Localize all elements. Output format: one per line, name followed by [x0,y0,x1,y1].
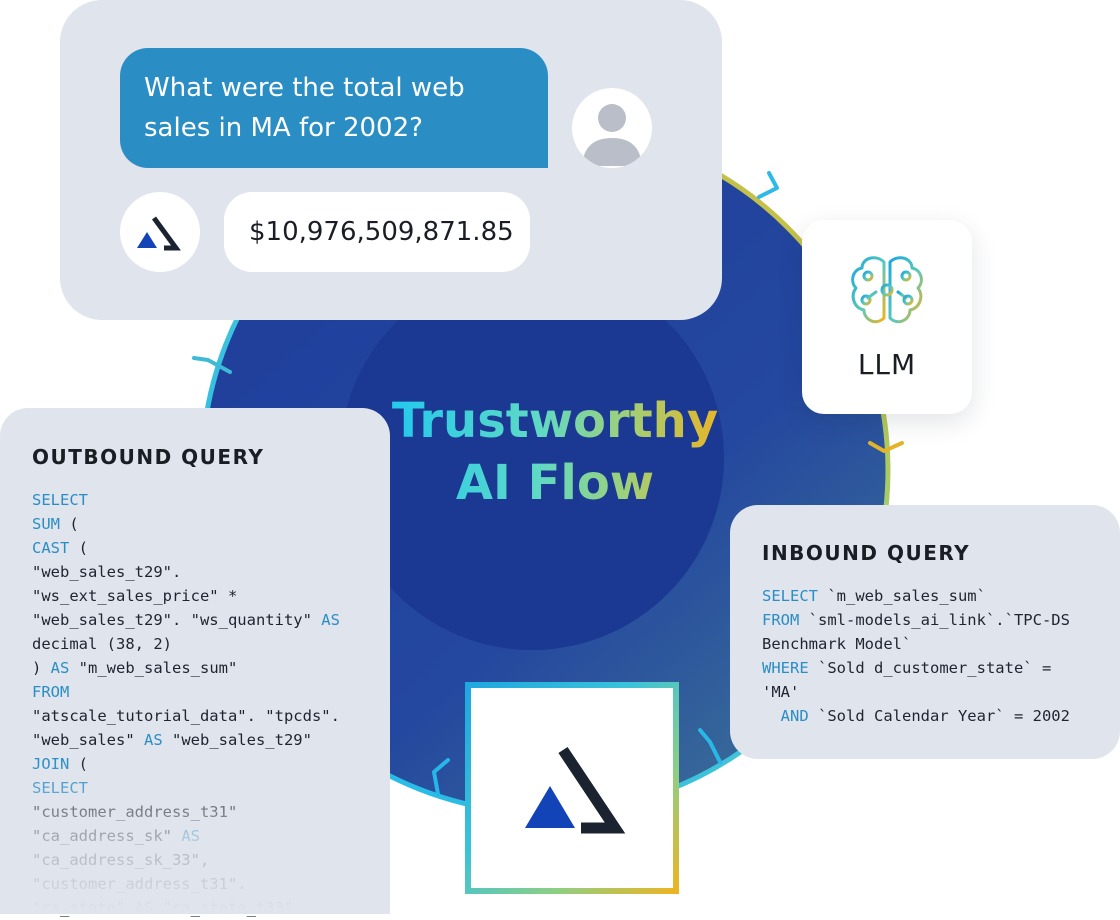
code-text: `Sold Calendar Year` = 2002 [808,707,1070,725]
code-text: 'MA' [762,683,800,701]
user-icon [582,104,642,166]
ring-arrow-icon [868,441,904,453]
outbound-query-title: OUTBOUND QUERY [32,445,265,469]
code-text: "ws_ext_sales_price" * [32,587,238,605]
logo-box [465,682,679,894]
code-line: CAST ( [32,536,340,560]
code-text: ( [69,539,88,557]
inbound-query-card [730,505,1120,759]
code-line: Benchmark Model` [762,632,1070,656]
code-line: SELECT [32,776,340,800]
code-keyword: WHERE [762,659,809,677]
code-keyword: AS [50,659,70,677]
code-text: "web_sales" [32,731,144,749]
center-title: Trustworthy AI Flow [380,390,730,514]
code-line: ) AS "m_web_sales_sum" [32,656,340,680]
code-text: "web_sales_t29". [32,563,182,581]
code-keyword: SELECT [32,779,88,797]
ring-arrow-icon [757,171,779,199]
code-line: "ca_address_sk" AS [32,824,340,848]
code-line: FROM [32,680,340,704]
atscale-logo-icon [525,746,626,834]
llm-label: LLM [857,348,917,381]
code-text: Benchmark Model` [762,635,912,653]
brain-circuit-icon [851,256,923,324]
code-text: "customer_address_t31". [32,875,247,893]
question-text: What were the total web sales in MA for … [144,73,465,143]
code-line: decimal (38, 2) [32,632,340,656]
code-text: `sml-models_ai_link`.`TPC-DS [799,611,1070,629]
code-text: ) [32,659,51,677]
llm-card: LLM [802,220,972,414]
bot-avatar [120,192,200,272]
code-line: SELECT `m_web_sales_sum` [762,584,1070,608]
ring-arrow-icon [192,356,232,374]
inbound-query-code: SELECT `m_web_sales_sum`FROM `sml-models… [762,584,1070,728]
code-line: JOIN ( [32,752,340,776]
code-text: "atscale_tutorial_data". "tpcds". [32,707,340,725]
ring-arrow-icon [698,728,722,764]
code-text [762,707,781,725]
answer-bubble: $10,976,509,871.85 [224,192,530,272]
code-keyword: AS [143,731,163,749]
code-text: "web_sales_t29". "ws_quantity" [32,611,322,629]
code-line: WHERE `Sold d_customer_state` = [762,656,1070,680]
code-line: "web_sales" AS "web_sales_t29" [32,728,340,752]
code-line: AND `Sold Calendar Year` = 2002 [762,704,1070,728]
atscale-logo-icon [137,216,181,251]
code-keyword: SELECT [762,587,818,605]
code-line: "customer_address_t31" [32,800,340,824]
inner-circle [340,266,724,650]
center-title-line1: Trustworthy [391,393,719,449]
user-avatar [572,88,652,168]
code-text: "customer_address_t31" [32,803,238,821]
code-keyword: FROM [32,683,70,701]
ring-arrow-icon [432,758,450,796]
code-line: FROM `sml-models_ai_link`.`TPC-DS [762,608,1070,632]
code-text: "ca_address_sk" [32,827,182,845]
code-text: ( [60,515,79,533]
code-line: SUM ( [32,512,340,536]
code-line: "atscale_tutorial_data". "tpcds". [32,704,340,728]
code-keyword: AS [181,827,200,845]
code-keyword: FROM [762,611,800,629]
center-title-line2: AI Flow [455,455,655,511]
code-text: "m_web_sales_sum" [69,659,238,677]
inbound-query-title: INBOUND QUERY [762,541,971,565]
code-line: "web_sales_t29". "ws_quantity" AS [32,608,340,632]
code-keyword: AND [780,707,809,725]
answer-text: $10,976,509,871.85 [249,217,514,247]
code-keyword: SELECT [32,491,88,509]
code-line: "ca_address_sk_33", [32,848,340,872]
code-line: "customer_address_t31". [32,872,340,896]
code-text: "ca_state" AS "ca_state_t33" [32,899,294,917]
code-text: `m_web_sales_sum` [818,587,986,605]
code-text: "ca_address_sk_33", [32,851,210,869]
code-keyword: AS [321,611,340,629]
code-line: "web_sales_t29". [32,560,340,584]
code-line: 'MA' [762,680,1070,704]
code-line: "ca_state" AS "ca_state_t33" [32,896,340,920]
code-text: "web_sales_t29" [162,731,312,749]
code-keyword: JOIN [32,755,70,773]
question-bubble: What were the total web sales in MA for … [120,48,548,168]
code-keyword: SUM [32,515,60,533]
code-line: SELECT [32,488,340,512]
code-text: `Sold d_customer_state` = [808,659,1052,677]
code-text: decimal (38, 2) [32,635,172,653]
code-text: ( [69,755,88,773]
code-line: "ws_ext_sales_price" * [32,584,340,608]
code-keyword: CAST [32,539,70,557]
